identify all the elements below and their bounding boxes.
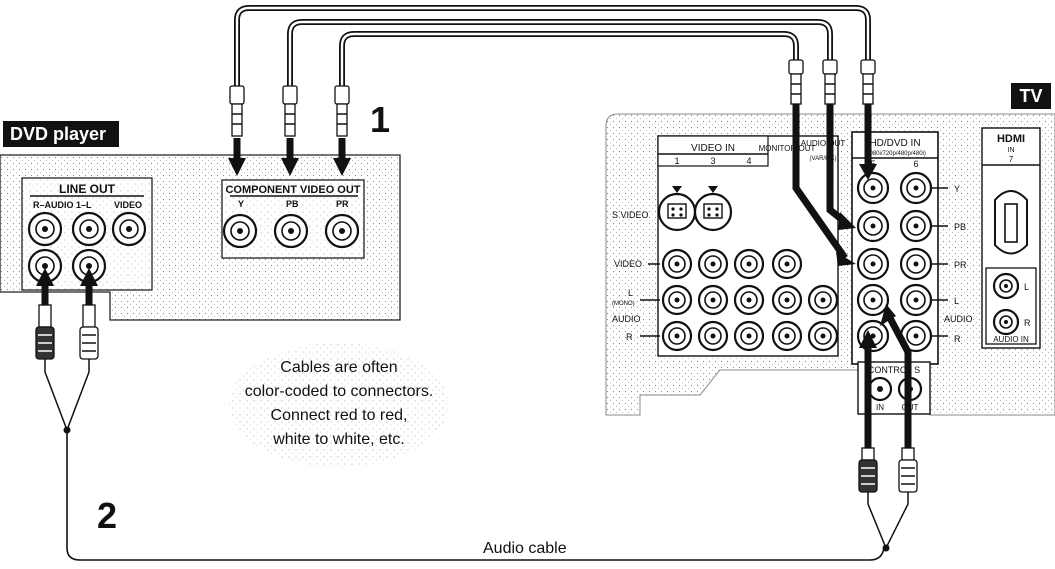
video-in-col-1: 1 — [674, 156, 679, 166]
dvd-rear-panel: LINE OUT R–AUDIO 1–L VIDEO COMPONENT VID… — [0, 154, 401, 321]
video-in-jacks — [661, 248, 839, 352]
rca-jack — [111, 211, 147, 247]
tv-rear-panel: VIDEO IN 1 3 4 MONITOR OUT AUDIO OUT (VA… — [605, 113, 1055, 416]
hd-audio-label: AUDIO — [944, 314, 973, 324]
tv-label: TV — [1019, 86, 1042, 106]
row-r-label: R — [626, 332, 633, 342]
hd-dvd-col-6: 6 — [913, 159, 918, 169]
hd-pr-label: PR — [954, 260, 967, 270]
component-video-cables — [234, 5, 871, 86]
hdmi-audio-l: L — [1024, 282, 1029, 292]
hdmi-audio-in-label: AUDIO IN — [993, 335, 1029, 344]
hdmi-number: 7 — [1009, 155, 1014, 164]
rca-jack — [27, 248, 63, 284]
line-out-audio-label: R–AUDIO 1–L — [33, 200, 92, 210]
component-y-label: Y — [238, 199, 244, 209]
component-pb-label: PB — [286, 199, 299, 209]
row-audio-label: AUDIO — [612, 314, 641, 324]
monitor-out-label: MONITOR OUT — [759, 144, 816, 153]
hdmi-logo: HDMI — [997, 133, 1025, 145]
step-1-number: 1 — [370, 99, 390, 140]
hd-pb-label: PB — [954, 222, 966, 232]
rca-jack — [222, 213, 258, 249]
rca-jack — [273, 213, 309, 249]
hd-r-label: R — [954, 334, 961, 344]
s-video-jack-icon — [693, 186, 733, 232]
hd-dvd-in-sub: (1080i/720p/480p/480i) — [864, 151, 926, 157]
rca-plug-icon — [788, 59, 876, 105]
video-in-title: VIDEO IN — [691, 143, 735, 154]
dvd-player-tag: DVD player — [3, 121, 119, 147]
rca-jack — [71, 211, 107, 247]
audio-cable-run — [66, 430, 885, 561]
audio-cable-tv-side — [858, 304, 918, 552]
row-mono-label: (MONO) — [612, 301, 635, 307]
hdmi-audio-jacks — [992, 272, 1020, 336]
component-pr-label: PR — [336, 199, 349, 209]
hd-y-label: Y — [954, 184, 960, 194]
step-2-number: 2 — [97, 495, 117, 536]
tv-tag: TV — [1011, 83, 1051, 109]
dvd-player-label: DVD player — [10, 124, 106, 144]
s-video-jack-icon — [657, 186, 697, 232]
control-s-in: IN — [876, 403, 884, 412]
hdmi-audio-r: R — [1024, 318, 1031, 328]
audio-cable-dvd-side — [35, 268, 99, 434]
rca-jack — [27, 211, 63, 247]
rca-plug-icon — [229, 85, 350, 137]
component-routing-to-tv — [792, 104, 877, 266]
rca-jack — [324, 213, 360, 249]
hd-dvd-in-title: HD/DVD IN — [869, 138, 920, 149]
line-out-video-label: VIDEO — [114, 200, 142, 210]
callout-line-4: white to white, etc. — [272, 431, 405, 448]
color-coding-callout: Cables are often color-coded to connecto… — [229, 343, 449, 467]
video-in-col-3: 3 — [710, 156, 715, 166]
audio-cable-label: Audio cable — [483, 540, 567, 557]
hd-l-label: L — [954, 296, 959, 306]
audio-out-label: AUDIO OUT — [801, 139, 846, 148]
arrow-down-icon — [228, 138, 351, 176]
callout-line-2: color-coded to connectors. — [245, 383, 434, 400]
row-l-label: L — [628, 288, 633, 298]
callout-line-3: Connect red to red, — [271, 407, 408, 424]
hdmi-in-label: IN — [1008, 147, 1015, 154]
video-in-col-4: 4 — [746, 156, 751, 166]
row-video-label: VIDEO — [614, 259, 642, 269]
callout-line-1: Cables are often — [280, 359, 397, 376]
control-s-title: CONTROL S — [868, 365, 920, 375]
audio-out-sub: (VAR/FIX) — [810, 156, 837, 162]
rca-jack — [71, 248, 107, 284]
hdmi-port-icon — [994, 190, 1028, 255]
row-svideo-label: S VIDEO — [612, 210, 649, 220]
component-video-out-title: COMPONENT VIDEO OUT — [225, 184, 360, 196]
line-out-title: LINE OUT — [59, 182, 116, 196]
